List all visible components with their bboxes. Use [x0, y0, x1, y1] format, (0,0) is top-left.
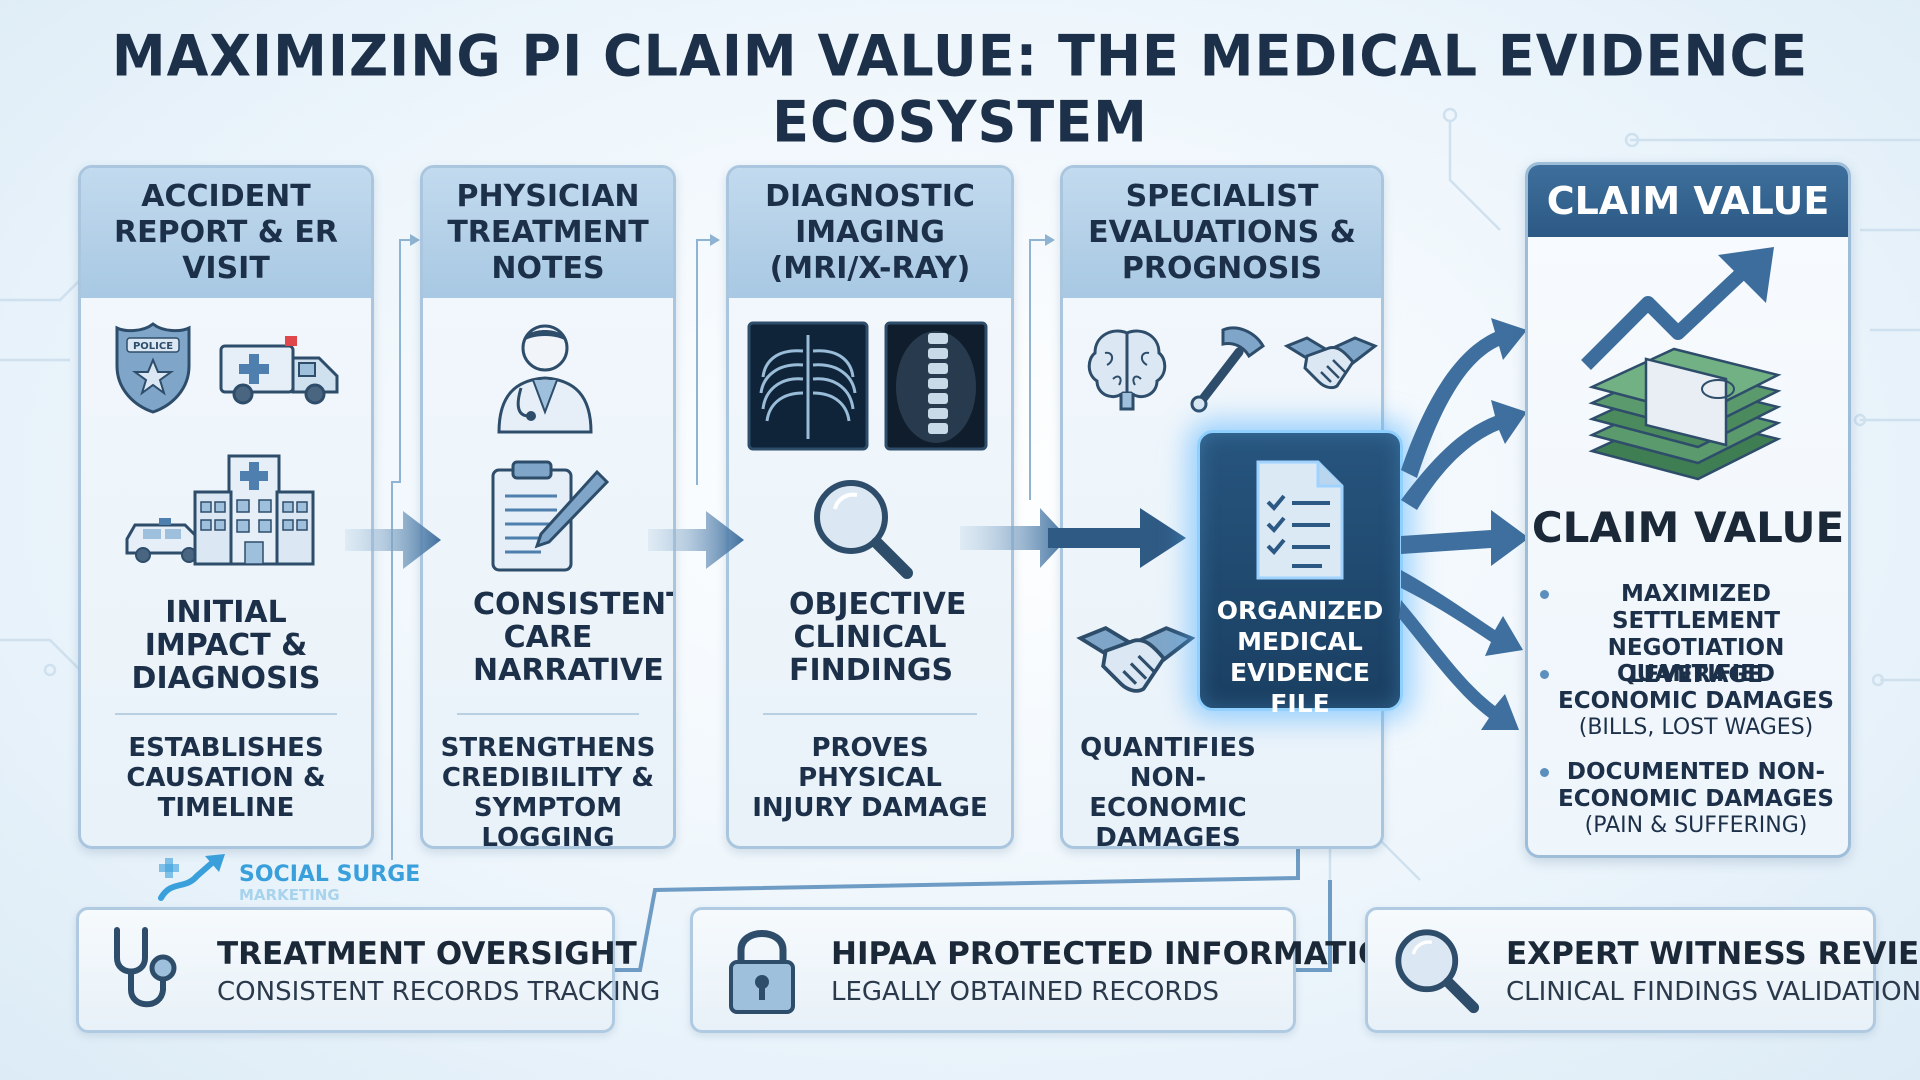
bullet-title: MAXIMIZED SETTLEMENT NEGOTIATION LEVERAG… — [1607, 581, 1785, 688]
claim-value-panel: CLAIM VALUE CLAIM VALUE MAXIMIZED SETTLE… — [1525, 162, 1851, 858]
brand-logo: SOCIAL SURGE MARKETING — [155, 850, 425, 905]
hospital-icon — [193, 454, 315, 566]
padlock-icon — [729, 930, 795, 1014]
handshake-icon — [1076, 626, 1196, 693]
logo-name: SOCIAL SURGE — [239, 862, 421, 887]
stage-heading: ACCIDENT REPORT & ER VISIT — [81, 168, 371, 298]
feature-subtitle: LEGALLY OBTAINED RECORDS — [831, 977, 1219, 1007]
center-file-label: ORGANIZED MEDICAL EVIDENCE FILE — [1216, 596, 1384, 718]
claim-bullet: MAXIMIZED SETTLEMENT NEGOTIATION LEVERAG… — [1528, 581, 1848, 689]
chest-xray-icon — [747, 321, 869, 451]
stage-label: OBJECTIVE CLINICAL FINDINGS — [789, 587, 967, 688]
magnifier-icon — [1395, 929, 1480, 1014]
ambulance-icon — [219, 336, 339, 405]
flow-arrow — [960, 508, 1186, 568]
feature-expert-witness: EXPERT WITNESS REVIEW CLINICAL FINDINGS … — [1365, 907, 1920, 1033]
claim-bullet: QUANTIFIED ECONOMIC DAMAGES (BILLS, LOST… — [1528, 661, 1848, 741]
police-car-icon — [125, 518, 207, 563]
stage-label: INITIAL IMPACT & DIAGNOSIS — [131, 595, 321, 696]
feature-title: TREATMENT OVERSIGHT — [217, 936, 637, 972]
checklist-document-icon — [1256, 460, 1344, 580]
fan-arrows — [1399, 318, 1529, 730]
stage-heading: PHYSICIAN TREATMENT NOTES — [423, 168, 673, 298]
claim-heading: CLAIM VALUE — [1528, 165, 1848, 237]
feature-subtitle: CLINICAL FINDINGS VALIDATION — [1506, 977, 1920, 1007]
stage-physician-notes: PHYSICIAN TREATMENT NOTES CONSISTENT CAR… — [420, 165, 676, 849]
organized-evidence-file: ORGANIZED MEDICAL EVIDENCE FILE — [1197, 430, 1403, 718]
stage-heading: SPECIALIST EVALUATIONS & PROGNOSIS — [1063, 168, 1381, 298]
magnifier-icon — [814, 480, 913, 579]
bullet-title: QUANTIFIED ECONOMIC DAMAGES — [1557, 661, 1834, 714]
bullet-sub: (BILLS, LOST WAGES) — [1578, 715, 1814, 740]
feature-title: HIPAA PROTECTED INFORMATION — [831, 936, 1411, 972]
stage-outcome: PROVES PHYSICAL INJURY DAMAGE — [752, 733, 988, 823]
stethoscope-icon — [114, 927, 177, 1008]
page-title: MAXIMIZING PI CLAIM VALUE: THE MEDICAL E… — [111, 22, 1809, 156]
spine-mri-icon — [884, 321, 988, 451]
stage-outcome: ESTABLISHES CAUSATION & TIMELINE — [126, 733, 326, 823]
stage-outcome: QUANTIFIES NON-ECONOMIC DAMAGES — [1080, 733, 1256, 849]
flow-arrow — [648, 511, 744, 569]
claim-subheading: CLAIM VALUE — [1531, 503, 1845, 552]
logo-subtitle: MARKETING — [239, 886, 340, 904]
claim-bullet: DOCUMENTED NON-ECONOMIC DAMAGES (PAIN & … — [1528, 759, 1848, 839]
reflex-hammer-icon — [1190, 326, 1265, 413]
feature-title: EXPERT WITNESS REVIEW — [1506, 936, 1920, 972]
stage-divider — [115, 713, 337, 715]
stage-heading: DIAGNOSTIC IMAGING (MRI/X-RAY) — [729, 168, 1011, 298]
police-badge-icon: POLICE — [115, 322, 191, 414]
surge-logo-icon — [158, 854, 225, 901]
feature-treatment-oversight: TREATMENT OVERSIGHT CONSISTENT RECORDS T… — [76, 907, 660, 1033]
doctor-icon — [497, 324, 593, 434]
clipboard-pen-icon — [491, 460, 610, 572]
stage-label: CONSISTENT CARE NARRATIVE — [473, 587, 676, 688]
trend-arrow-icon — [1581, 247, 1774, 370]
flow-arrow — [345, 511, 441, 569]
bullet-title: DOCUMENTED NON-ECONOMIC DAMAGES — [1557, 759, 1834, 812]
bullet-dot — [1540, 768, 1549, 777]
bullet-dot — [1540, 670, 1549, 679]
stage-divider — [763, 713, 977, 715]
stage-divider — [457, 713, 639, 715]
stage-diagnostic-imaging: DIAGNOSTIC IMAGING (MRI/X-RAY) OBJECTIVE… — [726, 165, 1014, 849]
feature-subtitle: CONSISTENT RECORDS TRACKING — [217, 977, 661, 1007]
bullet-sub: (PAIN & SUFFERING) — [1584, 813, 1808, 838]
stage-outcome: STRENGTHENS CREDIBILITY & SYMPTOM LOGGIN… — [440, 733, 656, 849]
bullet-dot — [1540, 590, 1549, 599]
police-badge-text: POLICE — [133, 341, 173, 352]
money-stack-icon — [1588, 347, 1782, 481]
brain-icon — [1087, 329, 1167, 411]
handshake-icon — [1283, 336, 1379, 390]
feature-hipaa: HIPAA PROTECTED INFORMATION LEGALLY OBTA… — [690, 907, 1410, 1033]
stage-accident-report: ACCIDENT REPORT & ER VISIT POLICE — [78, 165, 374, 849]
